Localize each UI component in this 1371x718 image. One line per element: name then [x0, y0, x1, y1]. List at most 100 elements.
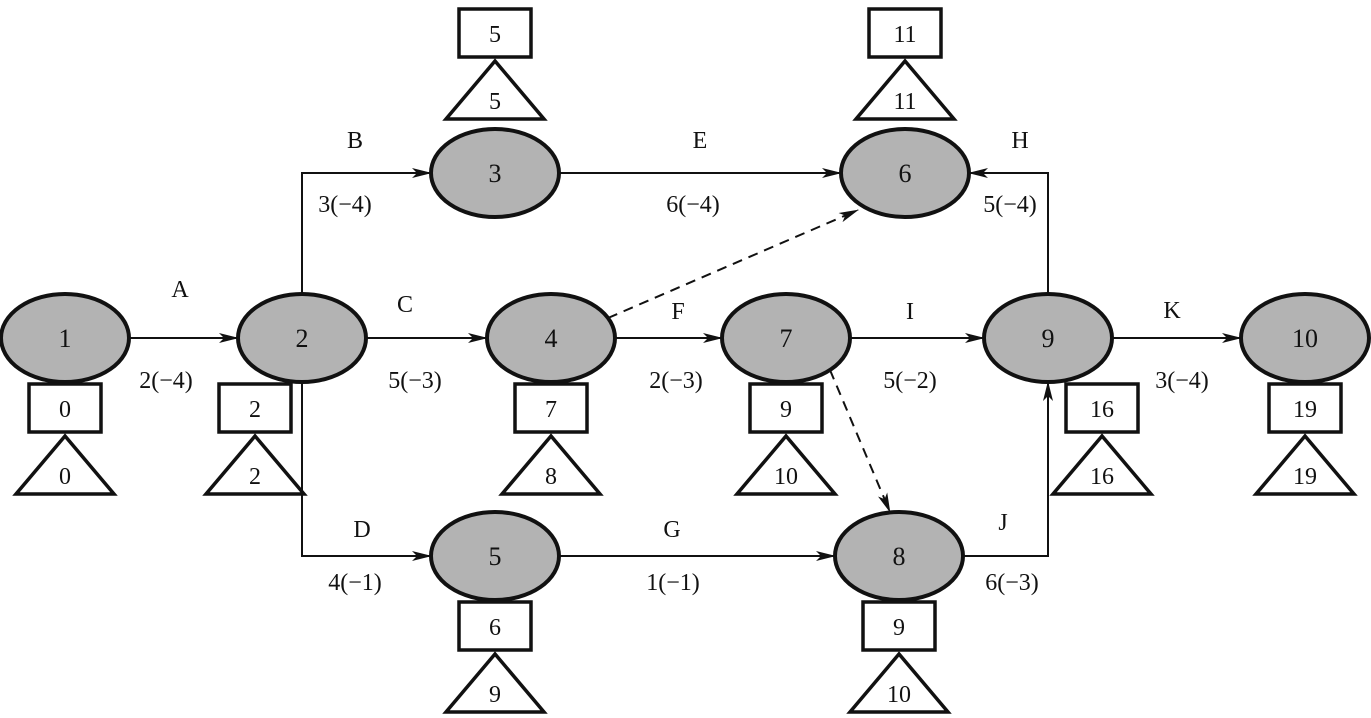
latest-time-value: 0 — [59, 464, 71, 490]
event-node-number: 9 — [1042, 324, 1055, 353]
event-node-3: 3 5 5 — [429, 7, 561, 219]
latest-time-triangle — [852, 58, 958, 121]
event-node-10: 10 19 19 — [1239, 292, 1371, 496]
activity-name-label: D — [353, 517, 370, 543]
earliest-time-value: 9 — [780, 397, 792, 423]
activity-name-label: G — [663, 517, 680, 543]
activity-duration-label: 5(−4) — [983, 192, 1037, 218]
activity-name-label: H — [1011, 128, 1028, 154]
event-node-circle — [485, 292, 617, 384]
earliest-time-value: 7 — [545, 397, 557, 423]
dummy-activity-arrow — [829, 369, 891, 513]
event-node-5: 5 6 9 — [429, 510, 561, 714]
earliest-time-value: 2 — [249, 397, 261, 423]
event-node-circle — [429, 510, 561, 602]
event-node-9: 9 16 16 — [982, 292, 1155, 496]
earliest-time-value: 6 — [489, 615, 501, 641]
earliest-time-value: 0 — [59, 397, 71, 423]
event-node-circle — [833, 510, 965, 602]
activity-duration-label: 5(−2) — [883, 368, 937, 394]
event-node-number: 3 — [489, 159, 502, 188]
activity-name-label: E — [693, 128, 708, 154]
latest-time-value: 11 — [893, 89, 916, 115]
activity-duration-label: 3(−4) — [318, 192, 372, 218]
event-node-number: 1 — [59, 324, 72, 353]
event-node-circle — [839, 127, 971, 219]
activity-duration-label: 2(−4) — [139, 368, 193, 394]
event-node-number: 2 — [296, 324, 309, 353]
earliest-time-box — [457, 7, 533, 59]
edges-layer — [129, 168, 1242, 561]
earliest-time-box — [27, 382, 103, 434]
event-node-4: 4 7 8 — [485, 292, 617, 496]
activity-arrow-j — [963, 381, 1053, 557]
activity-duration-label: 3(−4) — [1155, 368, 1209, 394]
event-node-1: 1 0 0 — [0, 292, 131, 496]
event-node-circle — [429, 127, 561, 219]
activity-arrow-h — [968, 168, 1049, 294]
earliest-time-box — [513, 382, 589, 434]
earliest-time-value: 16 — [1090, 397, 1114, 423]
event-node-number: 7 — [780, 324, 793, 353]
latest-time-value: 8 — [545, 464, 557, 490]
activity-name-label: B — [347, 128, 363, 154]
event-node-circle — [1239, 292, 1371, 384]
activity-duration-label: 6(−3) — [985, 570, 1039, 596]
latest-time-triangle — [1049, 433, 1155, 496]
latest-time-triangle — [442, 58, 548, 121]
labels-layer: A2(−4)B3(−4)C5(−3)D4(−1)E6(−4)F2(−3)G1(−… — [139, 128, 1209, 596]
earliest-time-box — [1267, 382, 1343, 434]
earliest-time-value: 5 — [489, 22, 501, 48]
latest-time-triangle — [1252, 433, 1358, 496]
latest-time-triangle — [498, 433, 604, 496]
activity-name-label: J — [998, 510, 1007, 536]
earliest-time-value: 19 — [1293, 397, 1317, 423]
event-node-6: 6 11 11 — [839, 7, 971, 219]
latest-time-value: 10 — [887, 682, 911, 708]
latest-time-value: 2 — [249, 464, 261, 490]
latest-time-triangle — [733, 433, 839, 496]
activity-name-label: K — [1163, 298, 1181, 324]
activity-duration-label: 2(−3) — [649, 368, 703, 394]
activity-arrow-b — [301, 168, 432, 294]
latest-time-triangle — [12, 433, 118, 496]
latest-time-triangle — [202, 433, 308, 496]
earliest-time-value: 11 — [893, 22, 916, 48]
earliest-time-box — [217, 382, 293, 434]
activity-name-label: I — [906, 299, 914, 325]
event-node-2: 2 2 2 — [202, 292, 368, 496]
activity-name-label: C — [397, 292, 413, 318]
event-node-circle — [236, 292, 368, 384]
event-node-number: 6 — [899, 159, 912, 188]
event-node-7: 7 9 10 — [720, 292, 852, 496]
event-node-number: 4 — [545, 324, 558, 353]
event-node-number: 5 — [489, 542, 502, 571]
activity-name-label: F — [671, 299, 684, 325]
latest-time-value: 19 — [1293, 464, 1317, 490]
event-node-8: 8 9 10 — [833, 510, 965, 714]
latest-time-value: 10 — [774, 464, 798, 490]
event-node-circle — [982, 292, 1114, 384]
activity-name-label: A — [171, 277, 189, 303]
event-node-number: 10 — [1292, 324, 1318, 353]
event-node-circle — [720, 292, 852, 384]
latest-time-value: 16 — [1090, 464, 1114, 490]
latest-time-value: 9 — [489, 682, 501, 708]
earliest-time-value: 9 — [893, 615, 905, 641]
latest-time-value: 5 — [489, 89, 501, 115]
activity-duration-label: 6(−4) — [666, 192, 720, 218]
dummy-activity-arrow — [607, 209, 859, 319]
latest-time-triangle — [846, 651, 952, 714]
earliest-time-box — [748, 382, 824, 434]
earliest-time-box — [861, 600, 937, 652]
earliest-time-box — [1064, 382, 1140, 434]
earliest-time-box — [867, 7, 943, 59]
activity-duration-label: 4(−1) — [328, 570, 382, 596]
latest-time-triangle — [442, 651, 548, 714]
event-node-number: 8 — [893, 542, 906, 571]
activity-arrow-d — [301, 382, 432, 561]
activity-duration-label: 5(−3) — [388, 368, 442, 394]
earliest-time-box — [457, 600, 533, 652]
